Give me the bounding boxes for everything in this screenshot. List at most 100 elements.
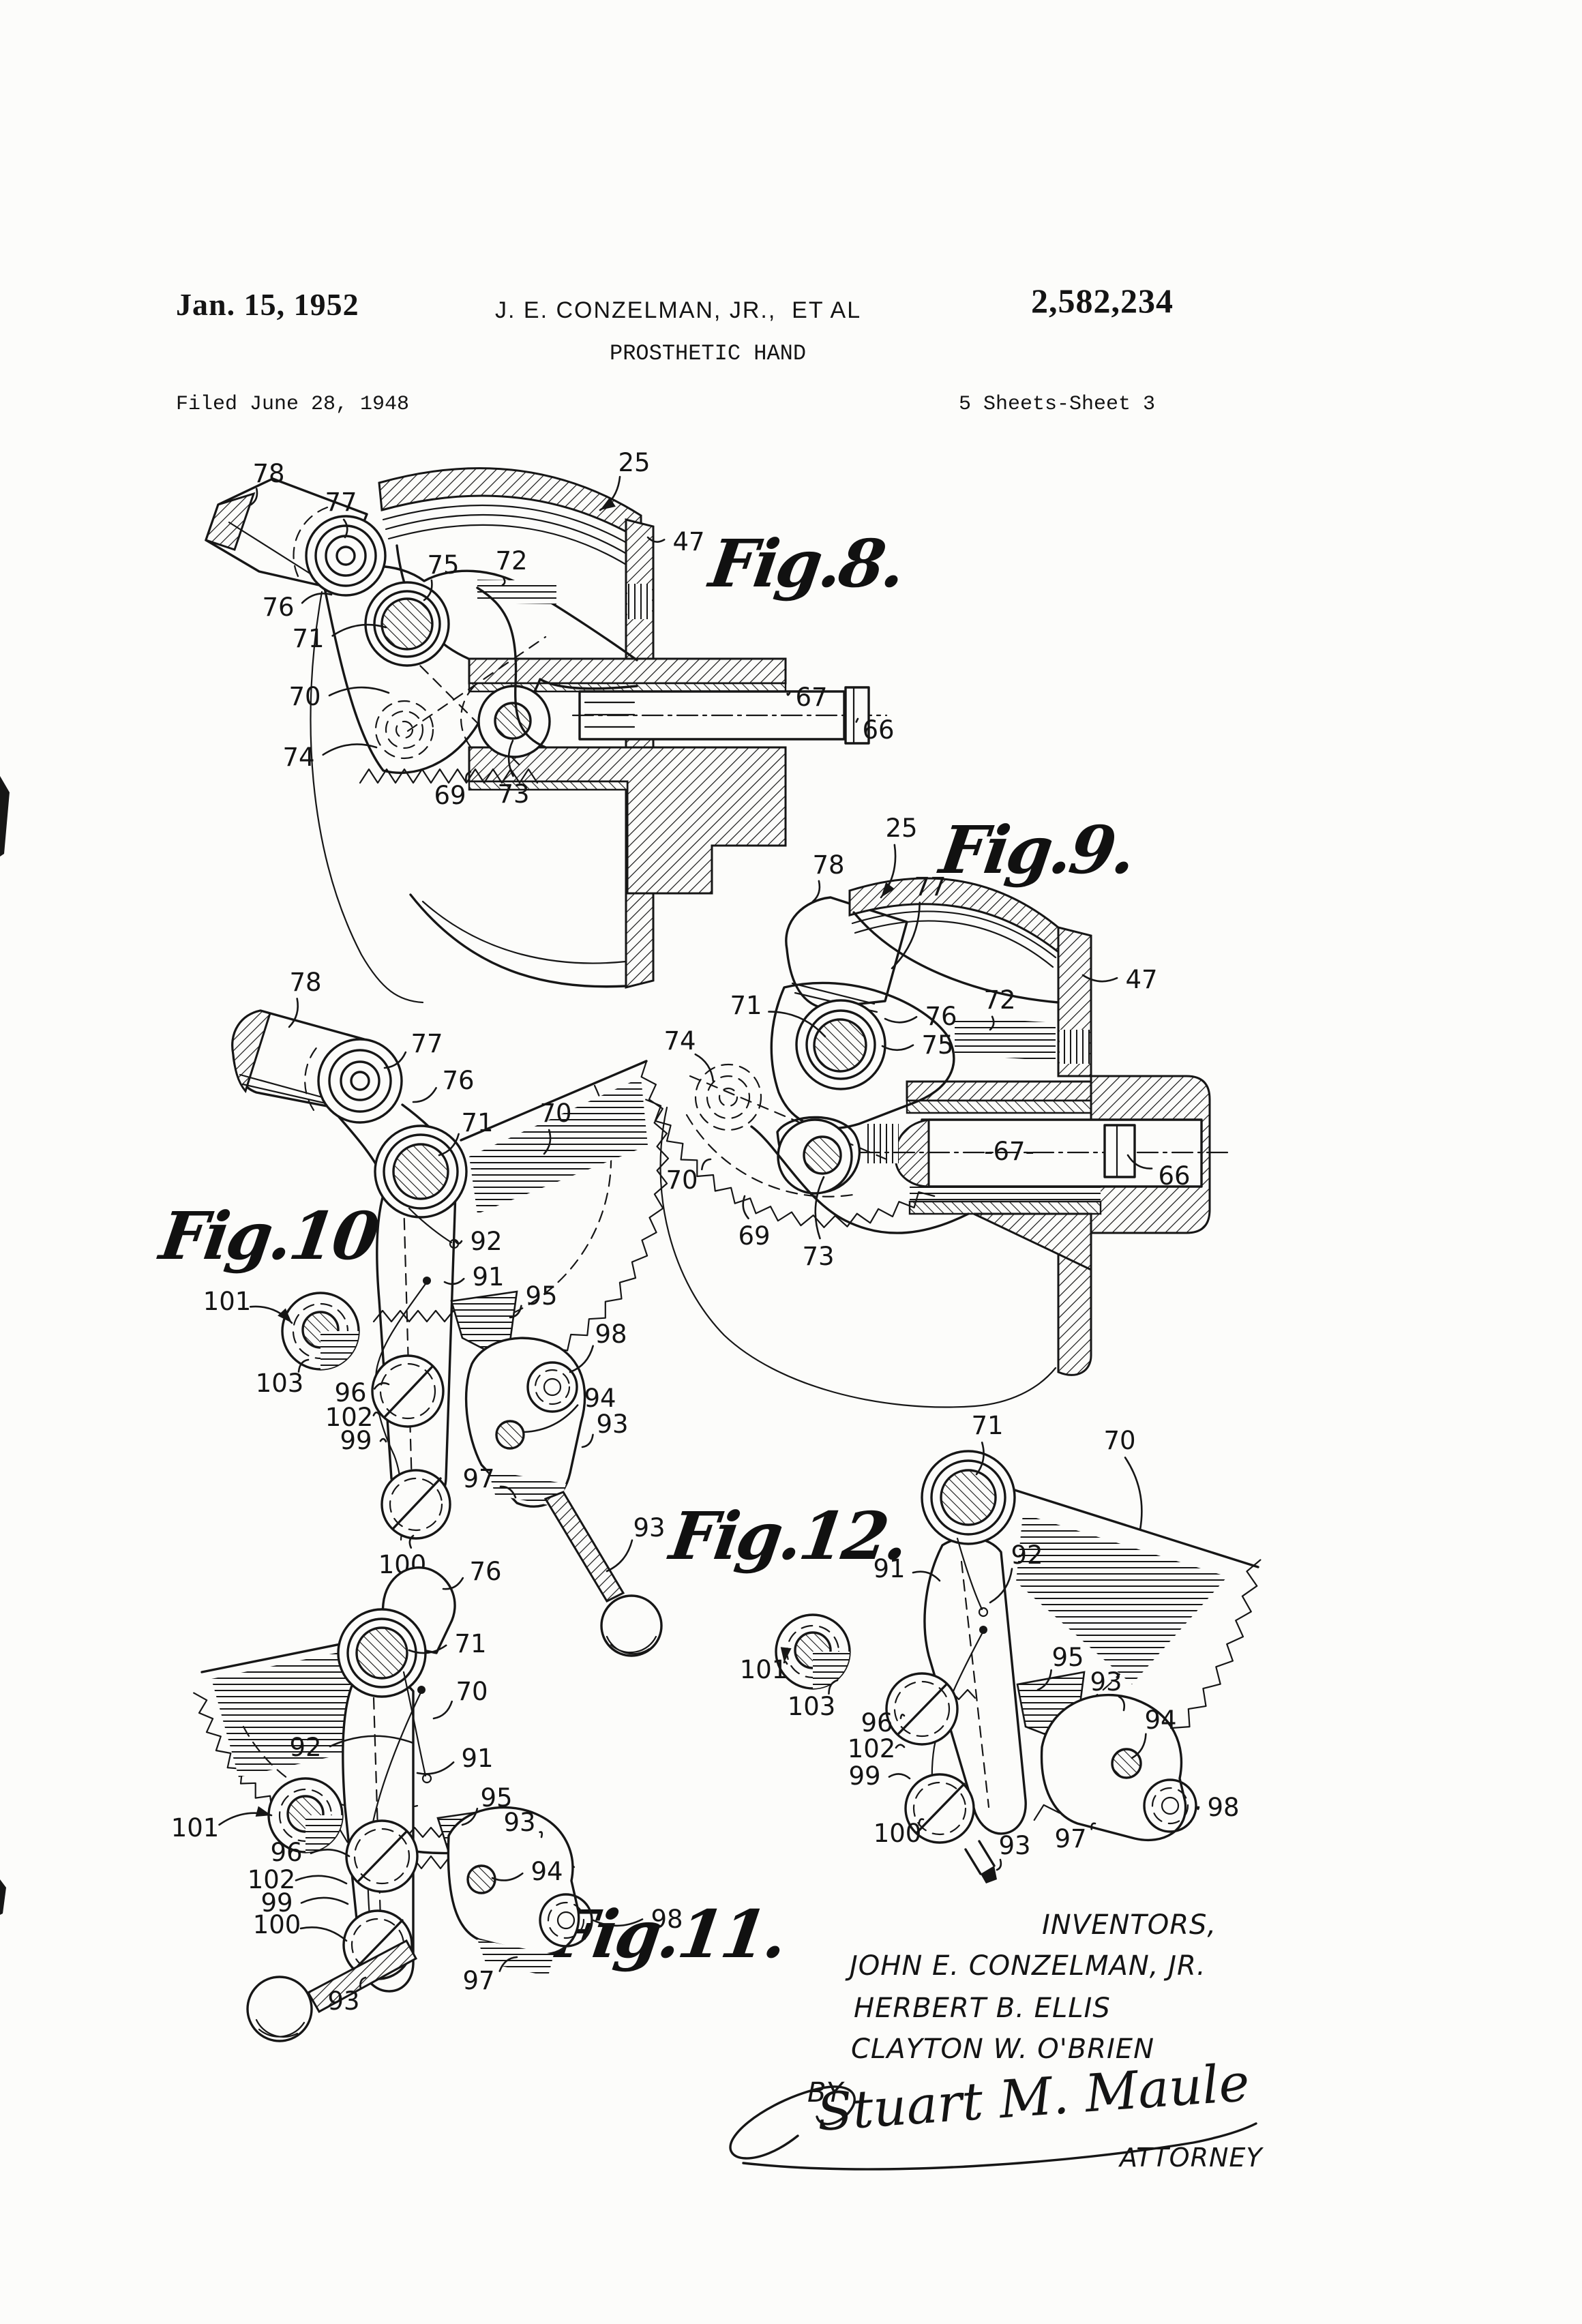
ref-numeral-66: 66 <box>1158 1161 1190 1191</box>
ref-numeral-70: 70 <box>539 1099 571 1128</box>
leader-line <box>700 1158 712 1171</box>
ref-numeral-96: 96 <box>861 1708 893 1738</box>
ref-numeral-98: 98 <box>651 1905 683 1934</box>
leader-line <box>539 1831 543 1838</box>
leader-line <box>1118 1695 1126 1712</box>
ref-numeral-77: 77 <box>411 1029 443 1058</box>
ref-numeral-69: 69 <box>738 1221 770 1251</box>
leader-line <box>569 1345 594 1373</box>
leader-line <box>768 1011 826 1038</box>
ref-numeral-95: 95 <box>1051 1643 1084 1672</box>
leader-line <box>899 1714 906 1719</box>
ref-numeral-102: 102 <box>848 1734 896 1763</box>
leader-line <box>1124 1457 1143 1531</box>
ref-numeral-70: 70 <box>666 1165 698 1195</box>
ref-numeral-96: 96 <box>334 1378 366 1407</box>
ref-numeral-77: 77 <box>914 872 946 902</box>
ref-numeral-100: 100 <box>874 1819 922 1848</box>
leader-arrowhead <box>881 882 895 897</box>
leader-line <box>888 1773 911 1780</box>
leader-line <box>329 1735 415 1748</box>
leader-line <box>299 1926 348 1942</box>
leader-line <box>295 1875 348 1885</box>
ref-numeral-97: 97 <box>462 1966 494 1995</box>
leader-line <box>310 1849 350 1858</box>
leader-line <box>501 576 506 586</box>
leader-line <box>491 1872 524 1881</box>
inventor-name-3: CLAYTON W. O'BRIEN <box>851 2034 1154 2065</box>
leader-line <box>373 1382 390 1390</box>
ref-numeral-75: 75 <box>427 550 459 580</box>
leader-line <box>581 1433 594 1448</box>
ref-numeral-91: 91 <box>461 1744 493 1773</box>
fig10-art <box>231 1009 670 1657</box>
leader-line <box>412 1087 437 1103</box>
ref-numeral-93: 93 <box>596 1410 628 1439</box>
leader-line <box>331 623 387 637</box>
fig9-art <box>645 877 1229 1408</box>
ref-numeral-102: 102 <box>325 1403 374 1432</box>
leader-line <box>975 1442 985 1476</box>
ref-numeral-71: 71 <box>292 624 324 653</box>
ref-numeral-71: 71 <box>971 1411 1003 1440</box>
ref-numeral-47: 47 <box>672 527 704 556</box>
inventors-heading: INVENTORS, <box>1042 1909 1217 1941</box>
ref-numeral-25: 25 <box>618 448 650 477</box>
sheet-number: 5 Sheets-Sheet 3 <box>959 393 1156 416</box>
leader-line <box>786 691 791 696</box>
leader-line <box>989 1015 995 1031</box>
inventor-line: J. E. CONZELMAN, JR., ET AL <box>495 297 862 323</box>
ref-numeral-91: 91 <box>873 1554 905 1583</box>
leader-line <box>499 1485 517 1499</box>
leader-line <box>884 1015 918 1024</box>
ref-numeral-69: 69 <box>434 781 466 810</box>
leader-line <box>454 1240 463 1245</box>
leader-line <box>322 743 378 756</box>
fig12-art <box>775 1450 1262 1883</box>
leader-line <box>423 579 433 601</box>
ref-numeral-74: 74 <box>282 743 314 772</box>
ref-numeral-76: 76 <box>925 1002 957 1031</box>
leader-line <box>443 1277 465 1285</box>
ref-numeral-98: 98 <box>1207 1793 1239 1822</box>
leader-line <box>912 1570 941 1582</box>
ref-numeral-66: 66 <box>862 715 894 745</box>
leader-line <box>1196 1806 1200 1811</box>
leader-line <box>1131 1733 1147 1759</box>
attorney-signature: Stuart M. Maule <box>729 2052 1257 2171</box>
ref-numeral-78: 78 <box>252 459 284 488</box>
leader-line <box>1036 1669 1052 1691</box>
fig11-art <box>193 1566 593 2042</box>
ref-numeral-99: 99 <box>340 1426 372 1455</box>
ref-numeral-100: 100 <box>253 1910 301 1939</box>
leader-line <box>288 998 299 1028</box>
ref-numeral-76: 76 <box>442 1066 474 1095</box>
leader-line <box>328 686 390 697</box>
ref-numeral-101: 101 <box>740 1655 788 1684</box>
leader-line <box>828 1679 839 1695</box>
inventor-name-2: HERBERT B. ELLIS <box>854 1993 1111 2024</box>
leader-line <box>855 717 859 723</box>
leader-line <box>895 1744 906 1749</box>
leader-line <box>694 1053 715 1083</box>
ref-numeral-93: 93 <box>1090 1667 1122 1697</box>
leader-line <box>408 1534 415 1549</box>
leader-line <box>742 1195 749 1220</box>
ref-numeral-102: 102 <box>248 1865 296 1894</box>
leader-line <box>498 1956 518 1972</box>
leader-line <box>592 1918 644 1927</box>
ref-numeral-93: 93 <box>503 1808 535 1837</box>
ref-numeral-99: 99 <box>260 1888 293 1918</box>
ref-numeral-91: 91 <box>472 1262 504 1292</box>
ref-numeral-70: 70 <box>456 1677 488 1706</box>
leader-line <box>383 1051 407 1069</box>
leader-line <box>1126 1154 1153 1170</box>
